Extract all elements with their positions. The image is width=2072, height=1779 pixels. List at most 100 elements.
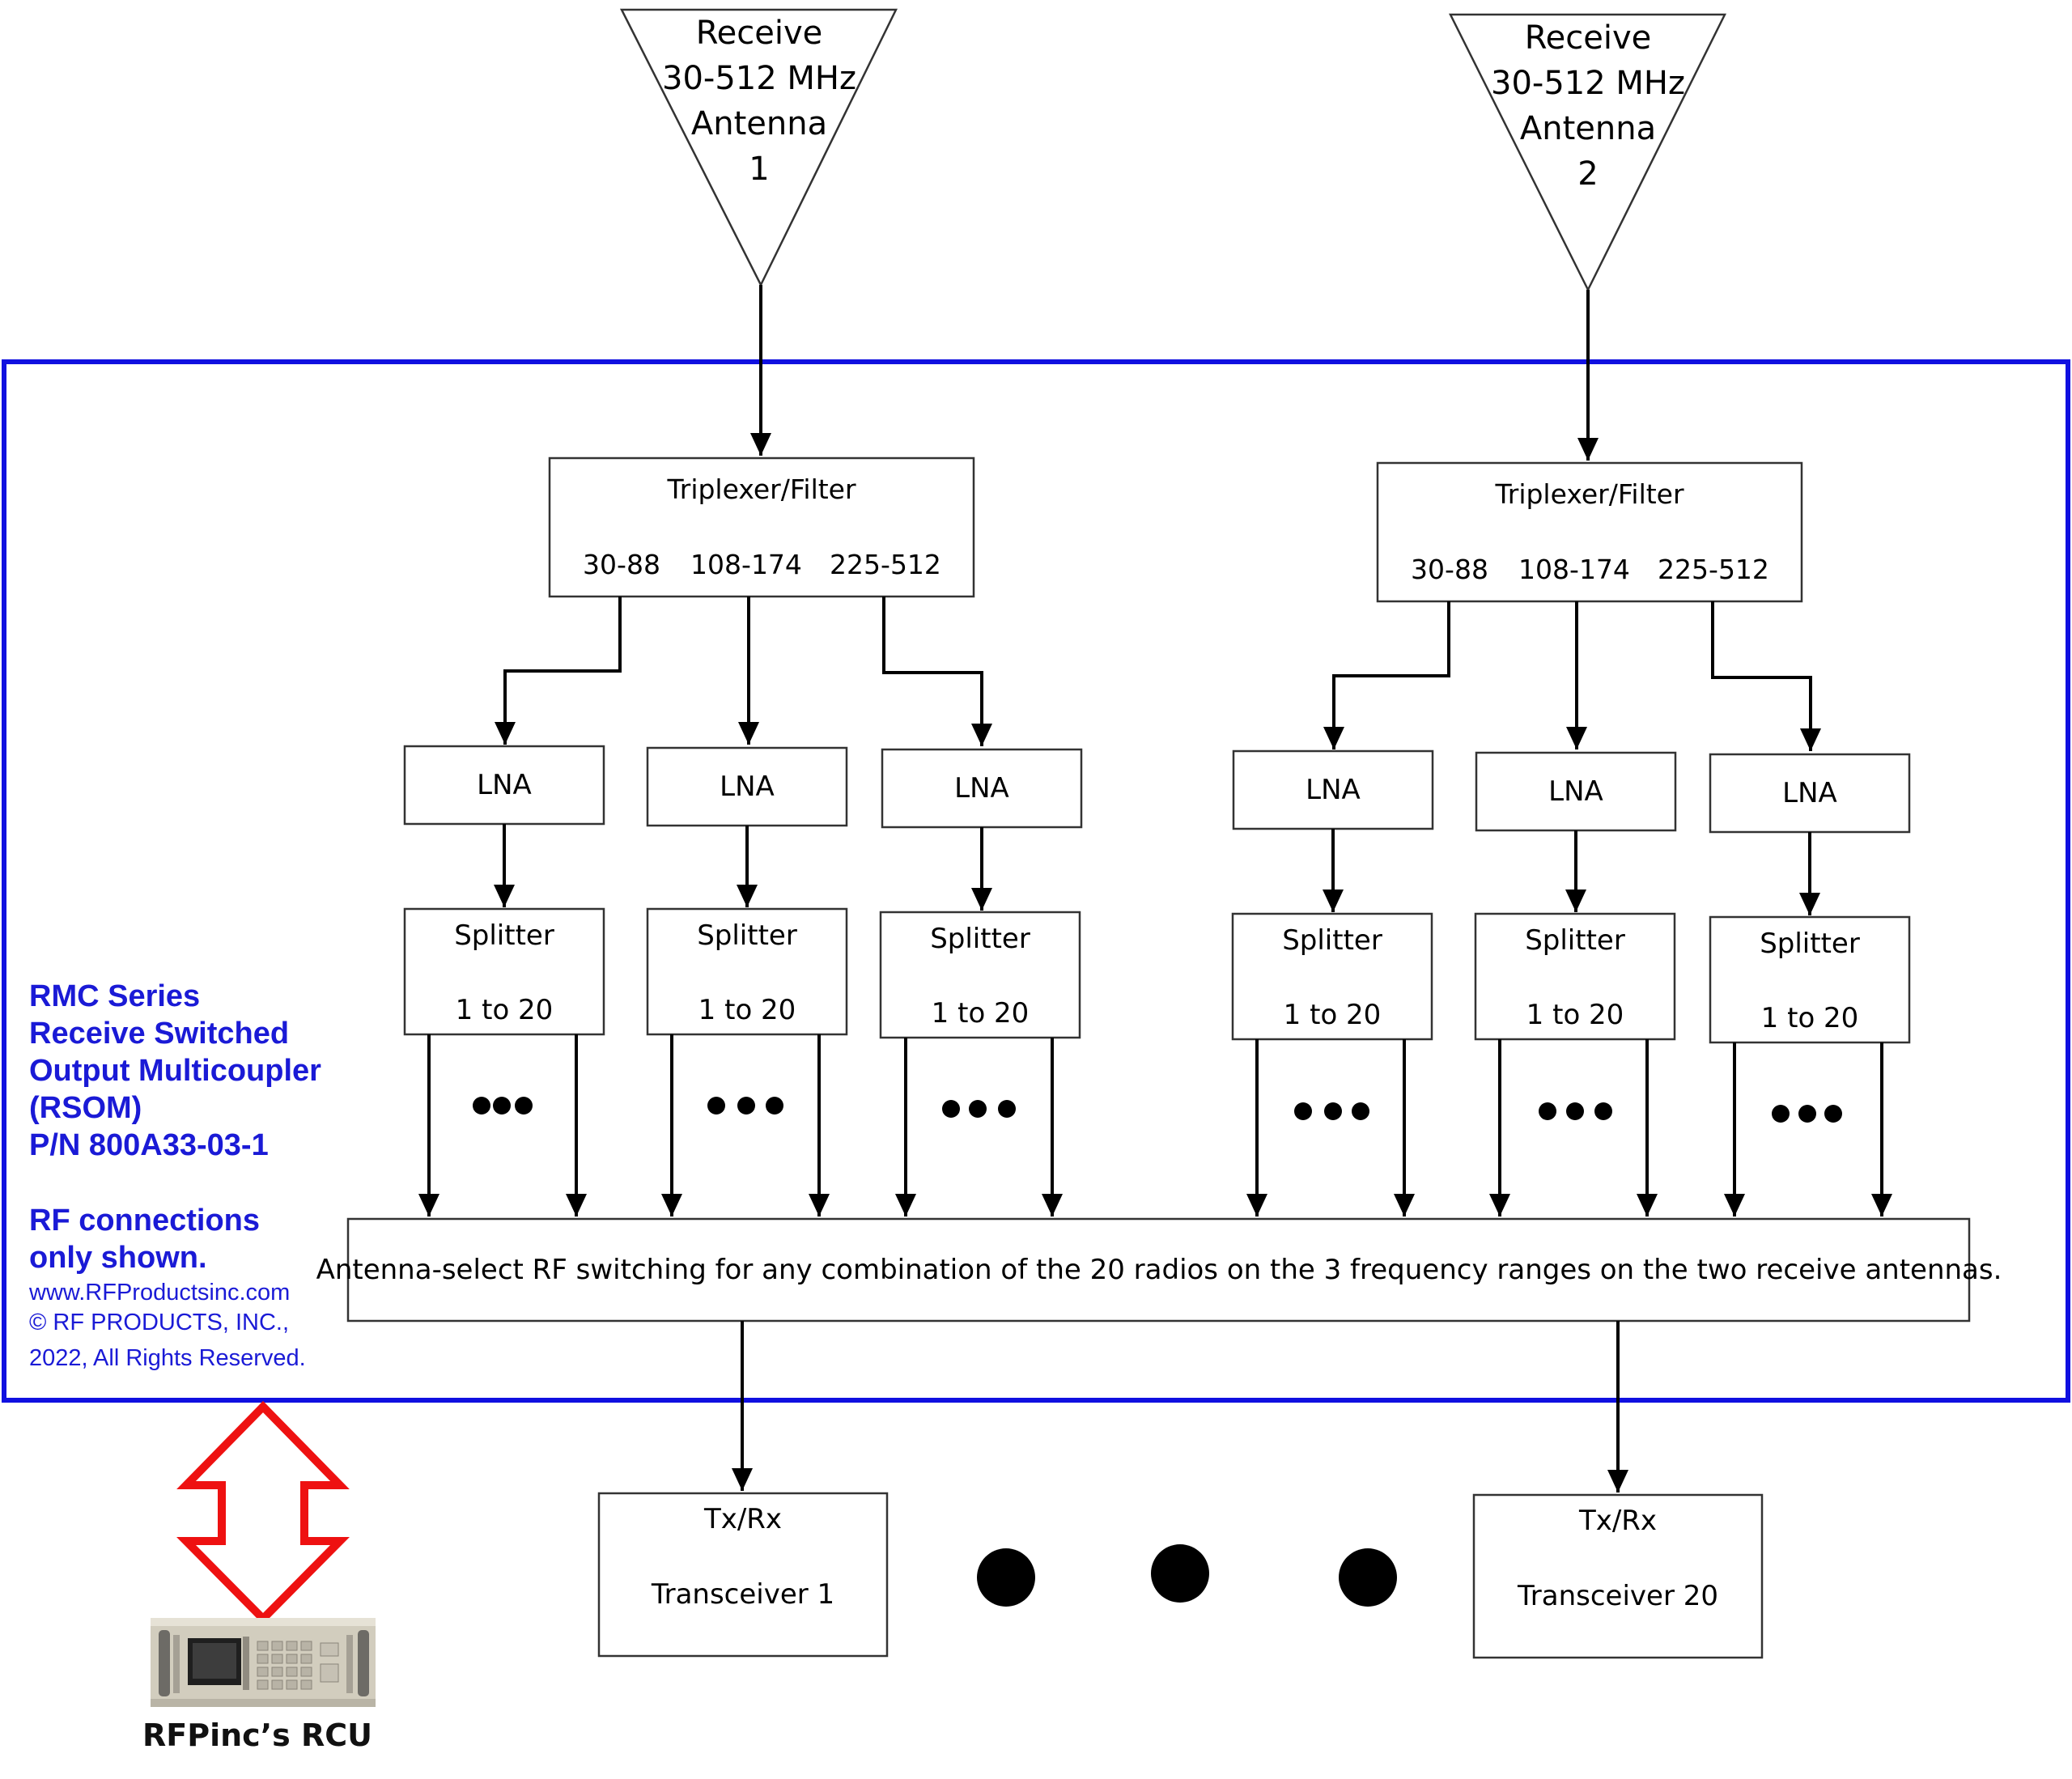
splitter-4-ellipsis-dot-1 <box>1294 1102 1312 1120</box>
info-title-line-3: Output Multicoupler <box>29 1054 321 1088</box>
rcu-key <box>271 1679 283 1690</box>
splitter-2-title: Splitter <box>697 919 797 952</box>
triplexer-1-band-1-route <box>495 597 622 745</box>
rcu-key <box>257 1654 269 1664</box>
rcu-keypad <box>257 1641 312 1690</box>
splitter-1-ellipsis-dot-2 <box>493 1097 511 1115</box>
antenna-2-line-2: 30-512 MHz <box>1491 65 1685 102</box>
splitter-4-box <box>1231 912 1433 1041</box>
splitter-6-ellipsis-dot-3 <box>1824 1105 1842 1123</box>
splitter-5-ellipsis-dot-3 <box>1594 1102 1612 1120</box>
lna-2-box <box>646 746 848 827</box>
rcu-key <box>286 1666 298 1677</box>
info-note-line-2: only shown. <box>29 1241 207 1275</box>
lna-2-label: LNA <box>720 771 775 803</box>
splitter-3-box <box>879 911 1081 1039</box>
product-info: RMC Series Receive Switched Output Multi… <box>28 979 321 1371</box>
transceiver-1: Tx/Rx Transceiver 1 <box>597 1492 889 1658</box>
triplexer-2-band-3-route <box>1711 601 1821 751</box>
triplexer-1-band-1: 30-88 <box>583 549 660 580</box>
triplexer-1-band-2: 108-174 <box>690 549 802 580</box>
transceiver-1-top-label: Tx/Rx <box>703 1503 782 1535</box>
splitter-2-box <box>646 907 848 1036</box>
info-website: www.RFProductsinc.com <box>28 1280 290 1306</box>
lna-3-box <box>881 748 1083 829</box>
chain-4: LNA Splitter 1 to 20 <box>1231 749 1434 1216</box>
splitter-5-box <box>1474 912 1676 1041</box>
lna-1-label: LNA <box>477 769 532 801</box>
triplexer-2-band-3: 225-512 <box>1658 554 1769 585</box>
lna-4-label: LNA <box>1306 774 1361 806</box>
splitter-3-title: Splitter <box>930 923 1030 955</box>
info-title-line-2: Receive Switched <box>29 1017 289 1051</box>
splitter-1-ellipsis-dot-1 <box>473 1097 490 1115</box>
triplexer-2-title: Triplexer/Filter <box>1494 478 1684 510</box>
info-title-line-4: (RSOM) <box>29 1091 142 1125</box>
triplexer-2-band-2: 108-174 <box>1518 554 1630 585</box>
splitter-6-box <box>1709 915 1911 1044</box>
lna-5-label: LNA <box>1548 775 1603 808</box>
splitter-5-ellipsis-dot-1 <box>1539 1102 1556 1120</box>
lna-6-box <box>1709 753 1911 834</box>
antenna-1-line-2: 30-512 MHz <box>662 60 856 97</box>
info-title-line-5: P/N 800A33-03-1 <box>29 1128 269 1162</box>
antenna-2: Receive 30-512 MHz Antenna 2 <box>1448 13 1727 292</box>
lna-5-box <box>1475 751 1677 832</box>
rcu-key <box>300 1679 312 1690</box>
rcu-key <box>257 1679 269 1690</box>
splitter-4-ratio: 1 to 20 <box>1284 999 1382 1031</box>
transceiver-20-name: Transceiver 20 <box>1517 1580 1718 1612</box>
signal-chains: LNA Splitter 1 to 20 LNA Splitter 1 to 20 LNA S… <box>403 745 1911 1216</box>
rcu-key <box>257 1641 269 1651</box>
splitter-3-ellipsis-dot-2 <box>969 1100 987 1118</box>
triplexer-2-band-1-route <box>1323 601 1450 749</box>
lna-3-label: LNA <box>954 772 1009 805</box>
transceiver-ellipsis-dot-1 <box>977 1548 1035 1607</box>
rcu-key <box>300 1666 312 1677</box>
triplexer-2-band-1: 30-88 <box>1411 554 1488 585</box>
transceiver-20: Tx/Rx Transceiver 20 <box>1472 1493 1764 1659</box>
antenna-1-line-1: Receive <box>696 15 823 52</box>
antenna-1-line-3: Antenna <box>691 105 827 142</box>
info-title-line-1: RMC Series <box>29 979 200 1013</box>
rcu-key <box>286 1679 298 1690</box>
rcu-key <box>300 1654 312 1664</box>
chain-5: LNA Splitter 1 to 20 <box>1474 751 1677 1216</box>
splitter-1-title: Splitter <box>454 919 554 952</box>
multicoupler-enclosure <box>2 359 2070 1403</box>
chain-3: LNA Splitter 1 to 20 <box>879 748 1083 1216</box>
triplexer-1: Triplexer/Filter 30-88 108-174 225-512 <box>548 456 975 598</box>
rcu-key <box>286 1654 298 1664</box>
splitter-1-ellipsis-dot-3 <box>515 1097 533 1115</box>
rcu-key <box>300 1641 312 1651</box>
splitter-6-ellipsis-dot-1 <box>1772 1105 1790 1123</box>
transceiver-ellipsis-dot-2 <box>1151 1544 1209 1603</box>
antenna-1-triangle <box>619 8 898 287</box>
splitter-6-ellipsis-dot-2 <box>1798 1105 1816 1123</box>
triplexer-1-title: Triplexer/Filter <box>666 473 856 505</box>
antenna-1: Receive 30-512 MHz Antenna 1 <box>619 8 898 287</box>
splitter-2-ellipsis-dot-2 <box>737 1097 755 1115</box>
rcu-key <box>257 1666 269 1677</box>
splitter-1-ratio: 1 to 20 <box>456 994 554 1026</box>
splitter-2-ellipsis-dot-3 <box>766 1097 783 1115</box>
triplexer-1-band-3: 225-512 <box>830 549 941 580</box>
lna-6-label: LNA <box>1782 777 1837 809</box>
splitter-4-ellipsis-dot-3 <box>1352 1102 1369 1120</box>
splitter-4-title: Splitter <box>1282 924 1382 957</box>
splitter-6-ratio: 1 to 20 <box>1761 1002 1859 1034</box>
splitter-3-ratio: 1 to 20 <box>932 997 1030 1030</box>
splitter-5-ellipsis-dot-2 <box>1566 1102 1584 1120</box>
triplexer-1-band-3-route <box>882 597 992 746</box>
rf-switch-matrix: Antenna-select RF switching for any comb… <box>316 1217 2002 1323</box>
splitter-4-ellipsis-dot-2 <box>1324 1102 1342 1120</box>
splitter-2-ratio: 1 to 20 <box>698 994 796 1026</box>
triplexer-2: Triplexer/Filter 30-88 108-174 225-512 <box>1376 461 1803 603</box>
splitter-5-ratio: 1 to 20 <box>1526 999 1624 1031</box>
splitter-5-title: Splitter <box>1525 924 1625 957</box>
rcu-key <box>271 1654 283 1664</box>
transceiver-1-name: Transceiver 1 <box>651 1578 834 1611</box>
rcu-key <box>286 1641 298 1651</box>
splitter-3-ellipsis-dot-1 <box>942 1100 960 1118</box>
